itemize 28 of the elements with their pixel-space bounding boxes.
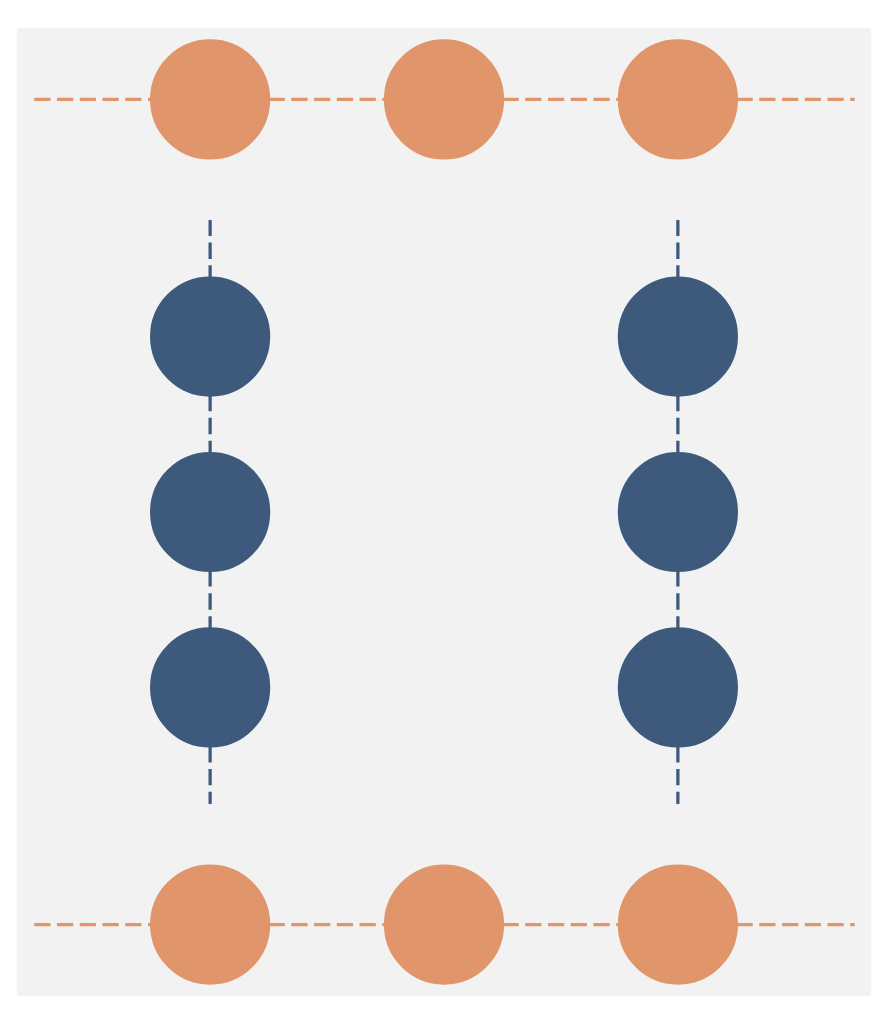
connector	[676, 220, 680, 278]
connector	[736, 922, 855, 927]
connector	[34, 97, 152, 102]
connector	[208, 220, 212, 278]
connector	[208, 570, 212, 629]
connector	[502, 97, 619, 102]
node-circle	[150, 451, 271, 573]
node-circle	[383, 864, 505, 985]
node-circle	[150, 627, 271, 748]
node-circle	[150, 864, 271, 985]
connector	[502, 922, 619, 927]
connector	[676, 746, 680, 804]
connector	[268, 922, 386, 927]
connector	[736, 97, 855, 102]
node-circle	[617, 627, 738, 748]
connector	[676, 395, 680, 453]
node-circle	[383, 39, 505, 160]
connector	[34, 922, 152, 927]
node-circle	[150, 276, 271, 397]
connector	[208, 746, 212, 804]
node-circle	[617, 276, 738, 397]
connector	[268, 97, 386, 102]
node-circle	[150, 39, 271, 160]
node-circle	[617, 864, 738, 985]
node-circle	[617, 39, 738, 160]
connector	[208, 395, 212, 453]
node-circle	[617, 451, 738, 573]
connector	[676, 570, 680, 629]
